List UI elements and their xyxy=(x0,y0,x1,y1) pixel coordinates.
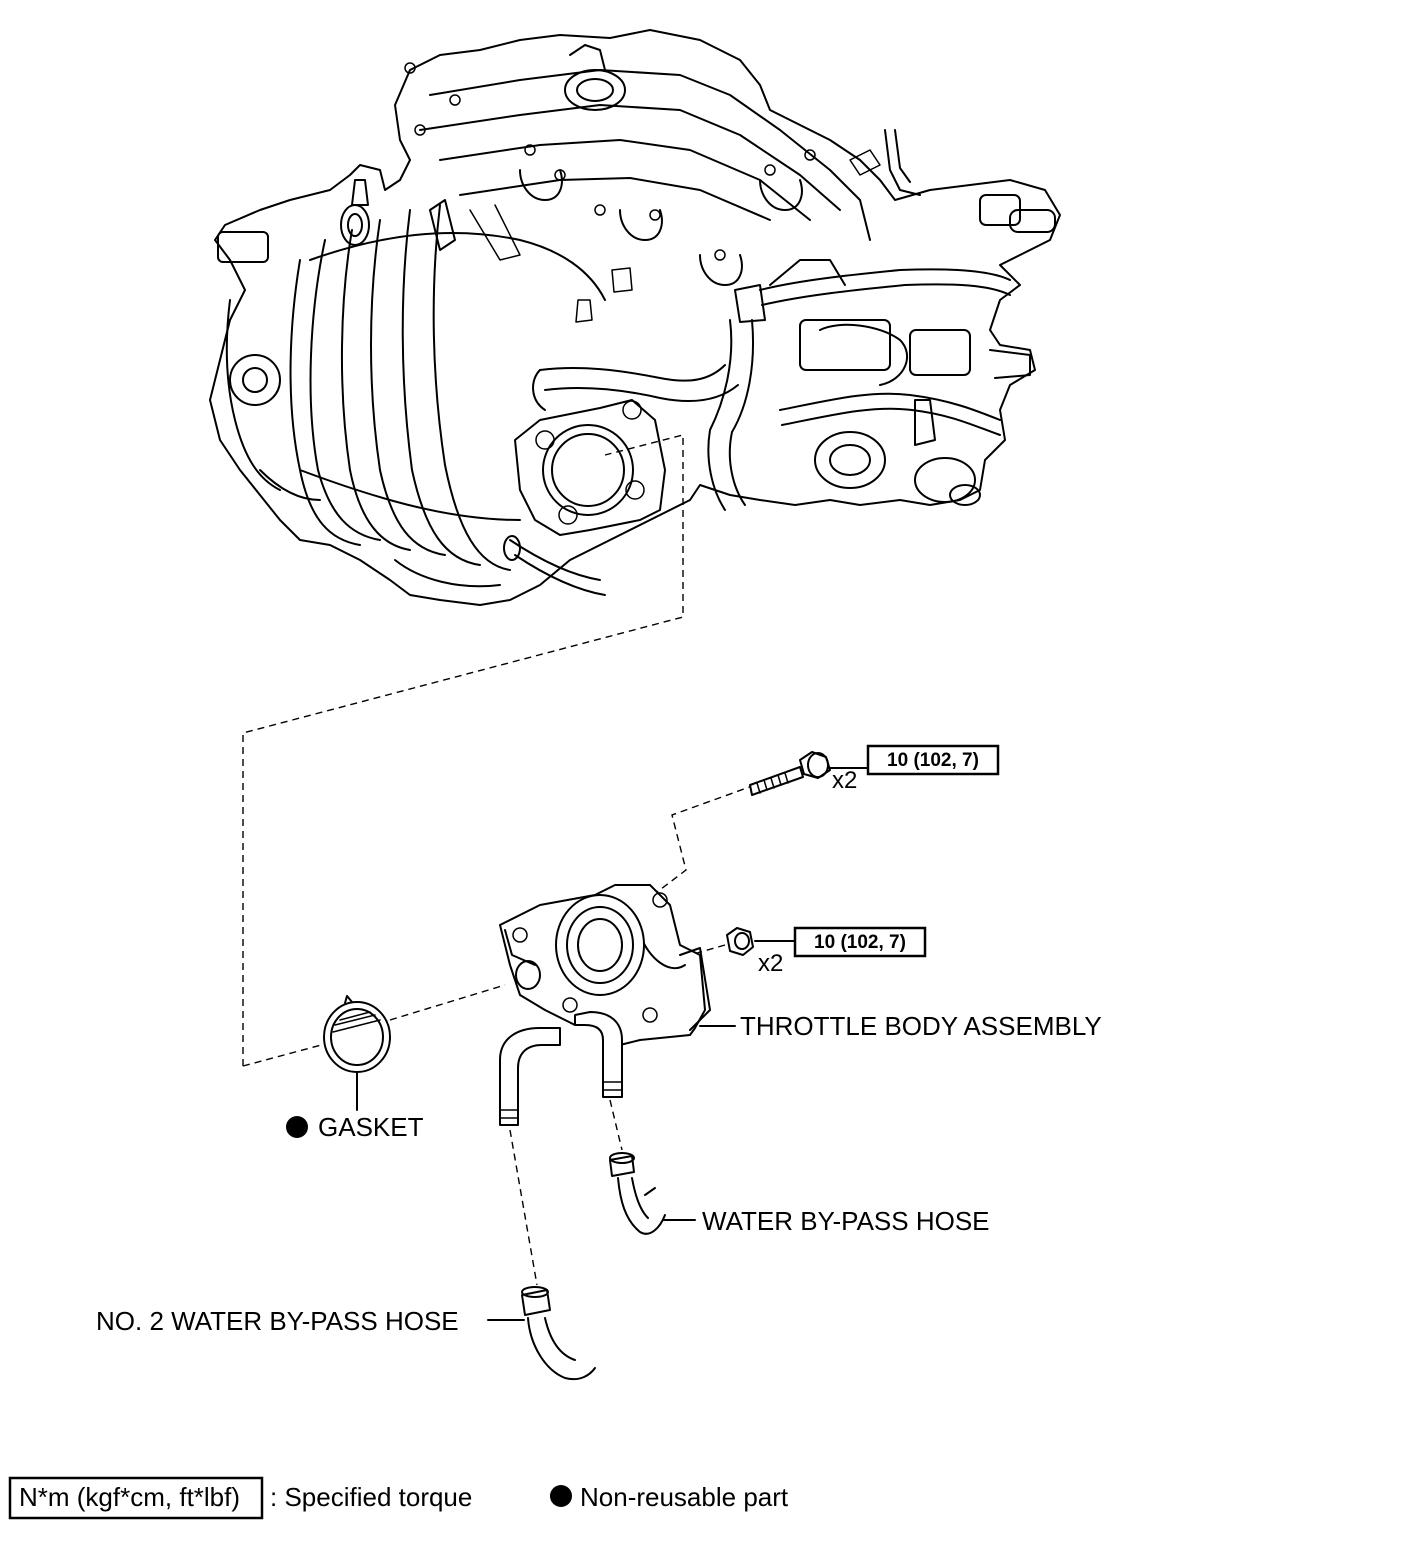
bolt-torque-value: 10 (102, 7) xyxy=(887,750,979,771)
nut-torque-box xyxy=(793,926,927,958)
alignment-lines xyxy=(242,434,756,1286)
bolt-quantity: x2 xyxy=(832,767,857,794)
bolt-torque-box xyxy=(866,744,1000,776)
legend-torque-unit: N*m (kgf*cm, ft*lbf) xyxy=(19,1482,240,1512)
nut-torque-value: 10 (102, 7) xyxy=(814,932,906,953)
non-reusable-marker xyxy=(286,1116,308,1138)
gasket xyxy=(323,995,391,1111)
throttle-body-assembly xyxy=(499,884,711,1126)
legend: N*m (kgf*cm, ft*lbf) : Specified torque … xyxy=(8,1476,789,1520)
no2-water-bypass-hose xyxy=(487,1286,596,1381)
water-bypass-hose-label: WATER BY-PASS HOSE xyxy=(702,1206,990,1236)
callouts: 10 (102, 7) x2 10 (102, 7) x2 THROTTLE B… xyxy=(96,744,1102,1336)
legend-non-reusable-label: Non-reusable part xyxy=(580,1482,789,1512)
legend-torque-box xyxy=(8,1476,264,1520)
water-bypass-hose xyxy=(609,1152,696,1235)
gasket-label: GASKET xyxy=(318,1112,424,1142)
bolt xyxy=(749,751,831,796)
legend-torque-desc: : Specified torque xyxy=(270,1482,472,1512)
engine-illustration xyxy=(209,29,1061,606)
throttle-body-label: THROTTLE BODY ASSEMBLY xyxy=(740,1011,1102,1041)
no2-water-bypass-hose-label: NO. 2 WATER BY-PASS HOSE xyxy=(96,1306,459,1336)
legend-non-reusable-dot xyxy=(550,1485,572,1507)
nut-quantity: x2 xyxy=(758,950,783,977)
nut xyxy=(726,927,754,956)
